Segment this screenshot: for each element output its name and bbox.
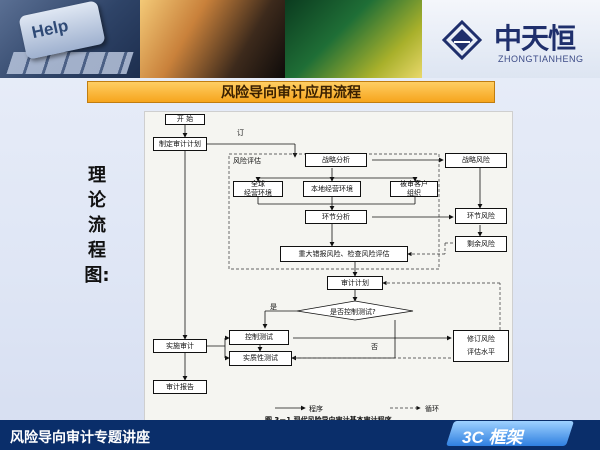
node-strategy-analysis: 战略分析 bbox=[305, 153, 367, 167]
node-local-environment: 本地经营环境 bbox=[303, 181, 361, 197]
node-client-organization: 被审客户 组织 bbox=[390, 180, 438, 197]
keyboard-keys-graphic bbox=[6, 52, 134, 74]
decision-label: 是否控制测试? bbox=[330, 308, 376, 316]
node-start: 开 始 bbox=[165, 114, 205, 125]
brand-text: 3C 框架 bbox=[462, 428, 523, 447]
help-key-label: Help bbox=[29, 15, 70, 43]
side-char: 论 bbox=[88, 190, 106, 211]
lecture-title: 风险导向审计专题讲座 bbox=[10, 430, 150, 446]
side-char: 流 bbox=[88, 215, 106, 236]
logo-emblem-icon bbox=[442, 20, 482, 60]
page-title: 风险导向审计应用流程 bbox=[87, 81, 495, 103]
keyboard-photo: Help bbox=[0, 0, 140, 78]
node-implement-audit: 实施审计 bbox=[153, 339, 207, 353]
node-audit-report: 审计报告 bbox=[153, 380, 207, 394]
node-revise-risk-level: 修订风险 评估水平 bbox=[453, 330, 509, 362]
side-char: 图: bbox=[84, 265, 110, 286]
logo-english-text: ZHONGTIANHENG bbox=[498, 54, 584, 64]
circuit-board-photo bbox=[285, 0, 422, 78]
node-residual-risk: 剩余风险 bbox=[455, 236, 507, 252]
node-audit-plan: 审计计划 bbox=[327, 276, 383, 290]
label-no: 否 bbox=[371, 343, 378, 351]
node-control-test: 控制测试 bbox=[229, 330, 289, 345]
label-risk-assessment: 风险评估 bbox=[233, 157, 261, 165]
node-major-risk-assessment: 重大错报风险、检查风险评估 bbox=[280, 246, 408, 262]
side-char: 理 bbox=[88, 165, 106, 186]
legend-loop: 循环 bbox=[425, 405, 439, 413]
logo-chinese-text: 中天恒 bbox=[494, 22, 576, 55]
help-key-graphic: Help bbox=[18, 0, 106, 60]
label-ding: 订 bbox=[237, 129, 244, 137]
node-make-plan: 制定审计计划 bbox=[153, 137, 207, 151]
node-substantive-test: 实质性测试 bbox=[229, 351, 292, 366]
node-strategy-risk: 战略风险 bbox=[445, 153, 507, 168]
top-banner: Help 中天恒 ZHONGTIANHENG bbox=[0, 0, 600, 78]
node-global-environment: 全球 经营环境 bbox=[233, 180, 283, 197]
side-char: 程 bbox=[88, 240, 106, 261]
legend-program: 程序 bbox=[309, 405, 323, 413]
hands-keyboard-photo bbox=[140, 0, 285, 78]
flowchart-figure: 开 始 制定审计计划 订 风险评估 战略分析 全球 经营环境 本地经营环境 被审… bbox=[144, 111, 513, 427]
flowchart-connectors bbox=[182, 125, 501, 411]
company-logo: 中天恒 ZHONGTIANHENG bbox=[422, 0, 600, 78]
node-process-analysis: 环节分析 bbox=[305, 210, 367, 224]
side-heading: 理 论 流 程 图: bbox=[82, 163, 112, 288]
node-process-risk: 环节风险 bbox=[455, 208, 507, 224]
label-yes: 是 bbox=[270, 303, 277, 311]
